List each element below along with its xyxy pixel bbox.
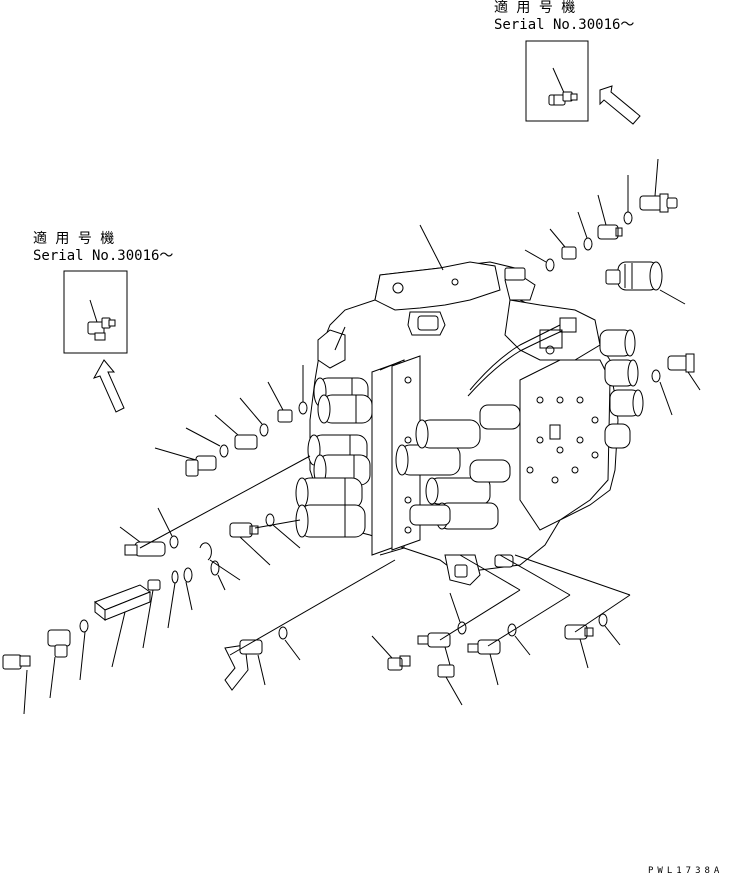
part-connector-bottom-1: [371, 635, 411, 671]
part-oring-10: [167, 570, 179, 629]
inset-top-box: [525, 40, 589, 122]
part-filter-plug: [605, 261, 686, 305]
control-valve-body: [309, 261, 619, 586]
part-oring-6: [239, 397, 269, 437]
solenoid-6: [295, 504, 366, 538]
part-adapter-bottom-3: [564, 624, 594, 669]
inset-top-serial-label: Serial No.30016～: [494, 17, 635, 33]
part-oring-15: [507, 623, 531, 656]
part-oring-11: [210, 560, 226, 591]
part-plug-small: [142, 579, 161, 649]
inset-left-box: [63, 270, 128, 354]
part-oring-12: [79, 619, 89, 681]
part-adapter-bottom-1: [417, 632, 451, 666]
solenoid-center-group: [395, 404, 521, 530]
assembly-guide-lines: [139, 326, 631, 656]
part-nut-2: [267, 381, 293, 423]
part-adapter-bottom-2: [467, 639, 501, 686]
part-oring-7: [185, 427, 229, 458]
part-oring-8: [265, 513, 301, 549]
part-oring-16: [598, 613, 621, 646]
inset-left-applicable-label: 適 用 号 機: [33, 231, 115, 247]
part-elbow-left-1: [154, 447, 217, 477]
inset-left-serial-label: Serial No.30016～: [33, 248, 174, 264]
part-connector-bottom-2: [437, 664, 463, 706]
part-elbow-left-2: [47, 629, 71, 699]
inset-top-elbow-fitting-icon: [548, 91, 578, 106]
part-adapter-2: [214, 414, 258, 450]
inset-left-elbow-fitting-icon: [87, 317, 116, 341]
part-oring-4: [651, 369, 673, 416]
part-snapring: [199, 542, 241, 581]
solenoid-left-group: [295, 377, 373, 538]
part-nut-1: [549, 228, 577, 260]
part-oring-1: [623, 175, 633, 225]
part-adapter-1: [597, 194, 623, 240]
drawing-code: PWL1738A: [648, 866, 724, 876]
inset-top-arrow-icon: [599, 85, 641, 125]
inset-left-arrow-icon: [92, 359, 125, 413]
part-elbow-top-right: [639, 158, 678, 213]
inset-top-applicable-label: 適 用 号 機: [494, 0, 576, 16]
part-connector-left: [2, 654, 31, 715]
part-oring-2: [577, 211, 593, 251]
part-oring-5: [298, 365, 308, 415]
solenoid-5: [295, 477, 363, 509]
part-oring-3: [524, 249, 555, 272]
part-oring-9: [157, 507, 179, 549]
leader-body: [419, 224, 444, 271]
solenoid-right-group: [599, 329, 644, 449]
part-elbow-bottom: [224, 639, 266, 691]
part-hex-spacer: [94, 584, 152, 668]
part-washer-1: [183, 567, 193, 611]
part-elbow-right-mid: [667, 353, 701, 391]
part-adapter-3: [229, 522, 271, 566]
solenoid-2: [317, 394, 373, 424]
part-oring-14: [449, 592, 467, 635]
part-fitting-left-1: [119, 526, 166, 557]
part-oring-13: [278, 626, 301, 661]
